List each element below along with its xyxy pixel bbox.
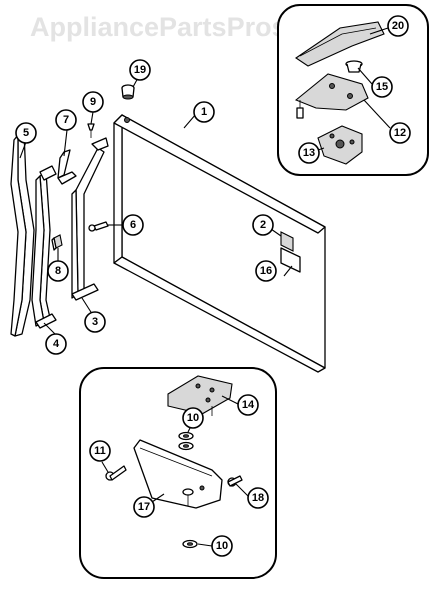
handle-clip-part	[51, 234, 63, 251]
door-panel-part	[113, 114, 326, 373]
callout-2: 2	[252, 214, 274, 236]
callout-11: 11	[89, 440, 111, 462]
bracket-screw-part	[88, 221, 109, 232]
callout-9: 9	[82, 91, 104, 113]
washer-part-upper	[178, 431, 194, 451]
callout-label: 14	[242, 399, 255, 411]
callout-8: 8	[47, 260, 69, 282]
callout-17: 17	[133, 496, 155, 518]
bottom-hinge-part	[133, 439, 223, 509]
callout-label: 20	[392, 20, 404, 32]
washer-part-lower	[182, 539, 198, 549]
callout-label: 16	[260, 265, 272, 277]
callout-label: 9	[90, 96, 96, 108]
callout-label: 15	[376, 81, 388, 93]
bottom-hinge-plate-part	[167, 375, 233, 416]
callout-19: 19	[129, 59, 151, 81]
callout-12: 12	[389, 122, 411, 144]
callout-label: 8	[55, 265, 61, 277]
hinge-screw-part-right	[227, 475, 243, 487]
callout-label: 17	[138, 501, 150, 513]
callout-label: 5	[23, 127, 29, 139]
handle-trim-part	[57, 149, 77, 185]
callout-20: 20	[387, 15, 409, 37]
hinge-screw-part-left	[105, 465, 127, 481]
callout-4: 4	[45, 333, 67, 355]
callout-14: 14	[237, 394, 259, 416]
callout-label: 2	[260, 219, 266, 231]
hinge-shim-part	[317, 125, 363, 165]
callout-label: 3	[92, 316, 98, 328]
door-handle-part	[10, 131, 35, 337]
callout-label: 11	[94, 445, 106, 457]
callout-label: 7	[63, 114, 69, 126]
callout-5: 5	[15, 122, 37, 144]
door-label-part	[280, 231, 294, 252]
callout-10-upper: 10	[182, 407, 204, 429]
callout-13: 13	[298, 142, 320, 164]
callout-10-lower: 10	[211, 535, 233, 557]
hinge-cap-part	[345, 60, 363, 73]
nameplate-part	[280, 247, 301, 273]
door-stop-part	[121, 84, 135, 100]
callout-label: 10	[187, 412, 199, 424]
trim-bracket-part	[71, 137, 109, 301]
callout-18: 18	[247, 487, 269, 509]
callout-15: 15	[371, 76, 393, 98]
callout-3: 3	[84, 311, 106, 333]
callout-label: 19	[134, 64, 146, 76]
callout-label: 18	[252, 492, 264, 504]
callout-1: 1	[193, 101, 215, 123]
callout-label: 1	[201, 106, 207, 118]
callout-label: 10	[216, 540, 228, 552]
handle-bracket-part	[31, 165, 57, 329]
callout-label: 4	[53, 338, 60, 350]
callout-6: 6	[122, 214, 144, 236]
hinge-cover-part	[295, 21, 385, 67]
trim-screw-part	[87, 123, 95, 138]
callout-7: 7	[55, 109, 77, 131]
callout-label: 13	[303, 147, 315, 159]
top-hinge-part	[294, 73, 369, 119]
callout-label: 6	[130, 219, 136, 231]
callout-label: 12	[394, 127, 406, 139]
callout-16: 16	[255, 260, 277, 282]
